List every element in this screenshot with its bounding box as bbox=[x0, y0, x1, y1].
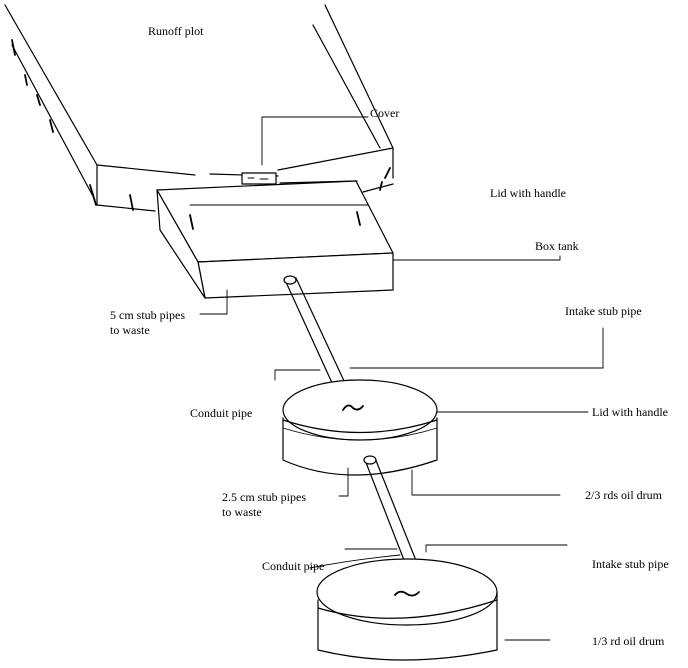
label-one-third-oil-drum: 1/3 rd oil drum bbox=[592, 634, 665, 648]
label-5cm-to-waste: to waste bbox=[110, 323, 150, 337]
label-conduit-pipe-lower: Conduit pipe bbox=[262, 559, 325, 573]
label-25cm-stub-pipes: 2.5 cm stub pipes bbox=[222, 490, 306, 504]
runoff-plot-right-border bbox=[96, 4, 394, 193]
runoff-plot-left-border bbox=[4, 4, 156, 212]
conduit-pipe-lower bbox=[363, 455, 416, 561]
conduit-pipe-upper bbox=[283, 275, 346, 386]
box-tank-stub-pipes bbox=[213, 267, 376, 284]
lower-drum bbox=[316, 558, 498, 661]
label-box-tank: Box tank bbox=[535, 239, 579, 253]
label-runoff-plot: Runoff plot bbox=[148, 24, 204, 38]
cover bbox=[241, 172, 277, 185]
leader-lines bbox=[189, 116, 604, 641]
label-conduit-pipe-upper: Conduit pipe bbox=[190, 406, 253, 420]
upper-drum bbox=[282, 379, 438, 476]
label-25cm-to-waste: to waste bbox=[222, 505, 262, 519]
upper-drum-stub-pipes bbox=[292, 436, 435, 462]
box-tank bbox=[156, 180, 394, 299]
label-cover: Cover bbox=[370, 106, 400, 120]
label-intake-stub-pipe-lower: Intake stub pipe bbox=[592, 557, 669, 571]
label-lid-with-handle-drum: Lid with handle bbox=[592, 405, 668, 419]
label-intake-stub-pipe-upper: Intake stub pipe bbox=[565, 304, 642, 318]
label-lid-with-handle-box: Lid with handle bbox=[490, 186, 566, 200]
label-5cm-stub-pipes: 5 cm stub pipes bbox=[110, 308, 185, 322]
label-two-thirds-oil-drum: 2/3 rds oil drum bbox=[585, 488, 662, 502]
